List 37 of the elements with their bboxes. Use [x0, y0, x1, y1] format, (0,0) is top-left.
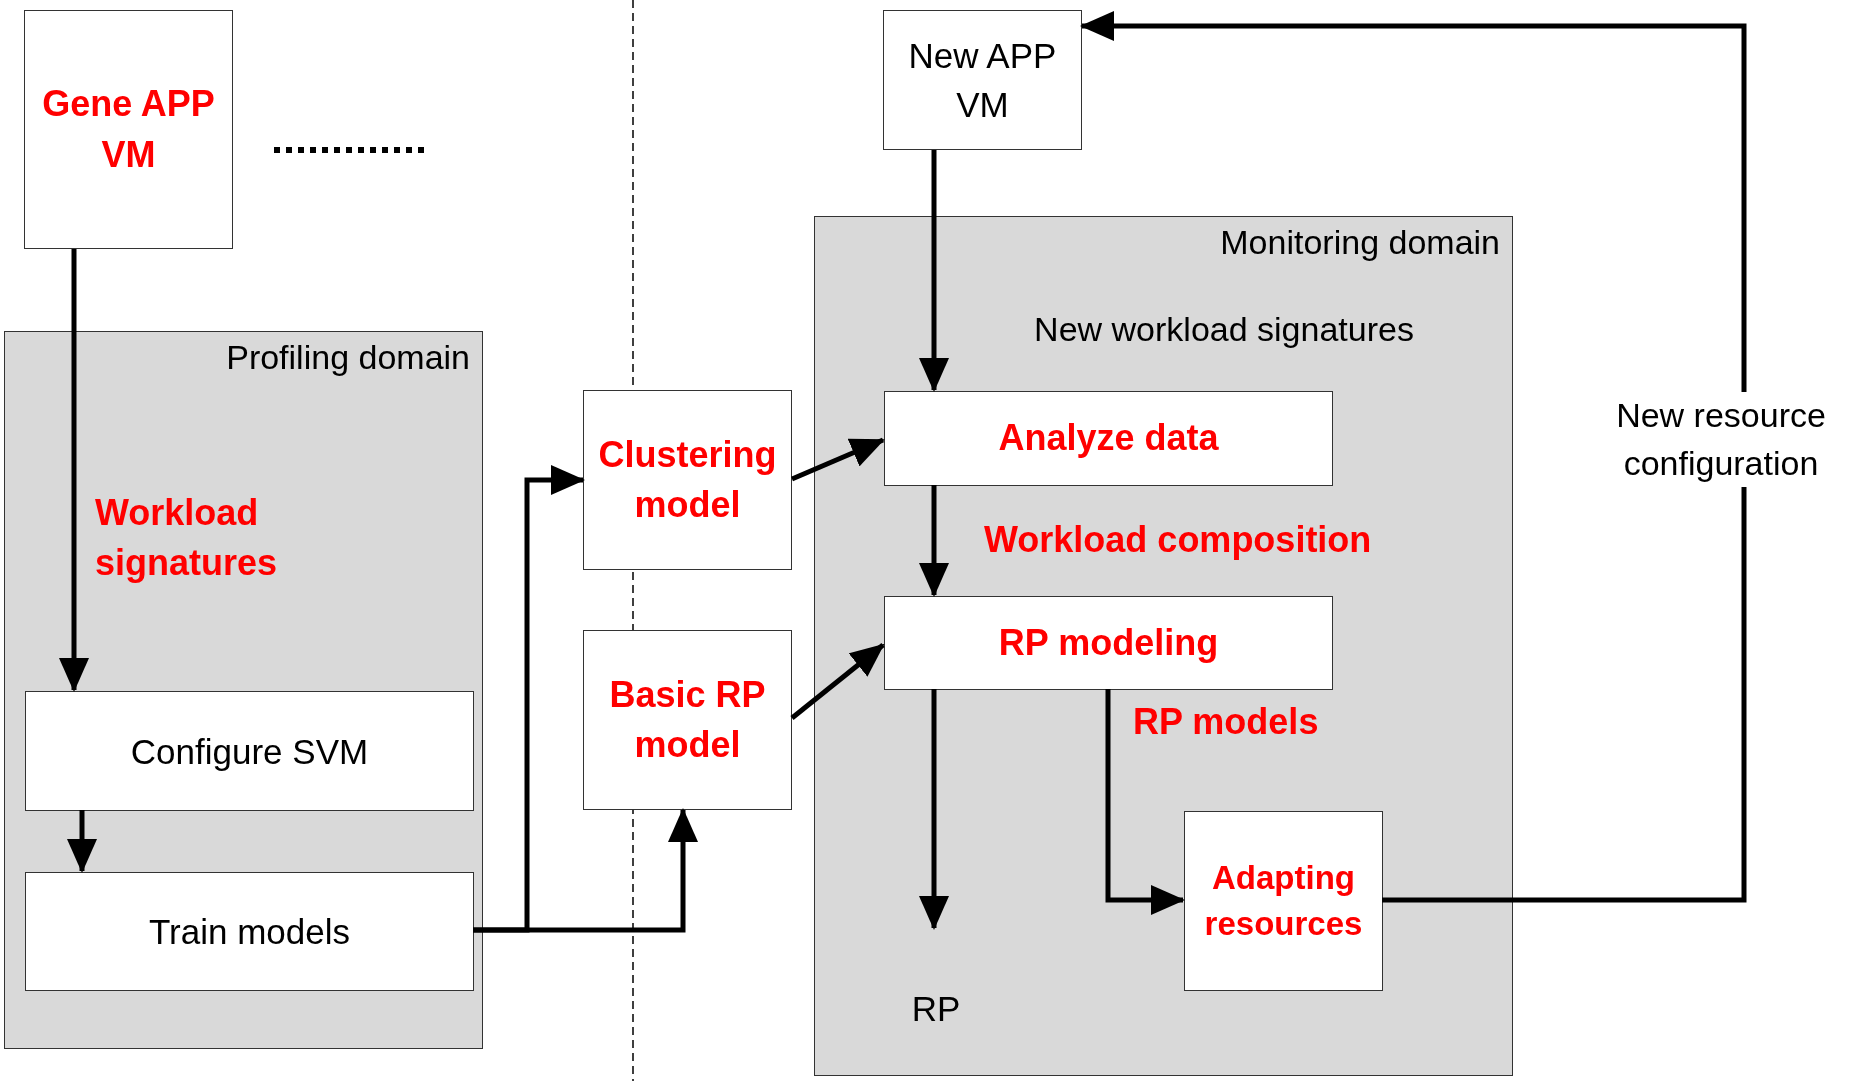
- edge-label: Workload signatures: [95, 491, 279, 586]
- arrow: [67, 810, 97, 873]
- domain-heading: Profiling domain: [226, 338, 470, 377]
- arrow: [59, 249, 89, 692]
- node-label: Configure SVM: [129, 730, 370, 773]
- process-box: [884, 391, 1333, 486]
- process-box: [883, 10, 1082, 150]
- arrow: [919, 689, 949, 930]
- node-label: Analyze data: [997, 416, 1220, 461]
- arrow: [1105, 689, 1185, 915]
- process-box: [1184, 811, 1383, 991]
- process-box: [583, 630, 792, 810]
- node-label: Gene APP VM: [41, 82, 216, 177]
- edge-label: Workload composition: [984, 518, 1373, 562]
- arrow: [791, 437, 885, 482]
- process-box: [884, 596, 1333, 690]
- arrow: [1080, 11, 1747, 903]
- process-box: [24, 10, 233, 249]
- node-label: RP modeling: [997, 620, 1220, 665]
- domain-panel: [4, 331, 483, 1049]
- edge-label: RP models: [1133, 700, 1320, 744]
- node-label: Clustering model: [597, 432, 778, 527]
- domain-panel: [814, 216, 1513, 1076]
- process-box: [583, 390, 792, 570]
- arrow: [473, 808, 698, 933]
- node-label: New APP VM: [907, 35, 1058, 126]
- arrow: [919, 150, 949, 392]
- domain-heading: Monitoring domain: [1220, 223, 1500, 262]
- node-label: Adapting resources: [1203, 857, 1364, 944]
- edge-label: New workload signatures: [1033, 309, 1415, 350]
- node-label: Train models: [148, 911, 351, 953]
- node-label: RP: [910, 988, 962, 1030]
- node-label: Basic RP model: [608, 672, 767, 767]
- arrow: [919, 485, 949, 597]
- process-box: [25, 872, 474, 991]
- arrow: [790, 643, 885, 720]
- process-box: [25, 691, 474, 811]
